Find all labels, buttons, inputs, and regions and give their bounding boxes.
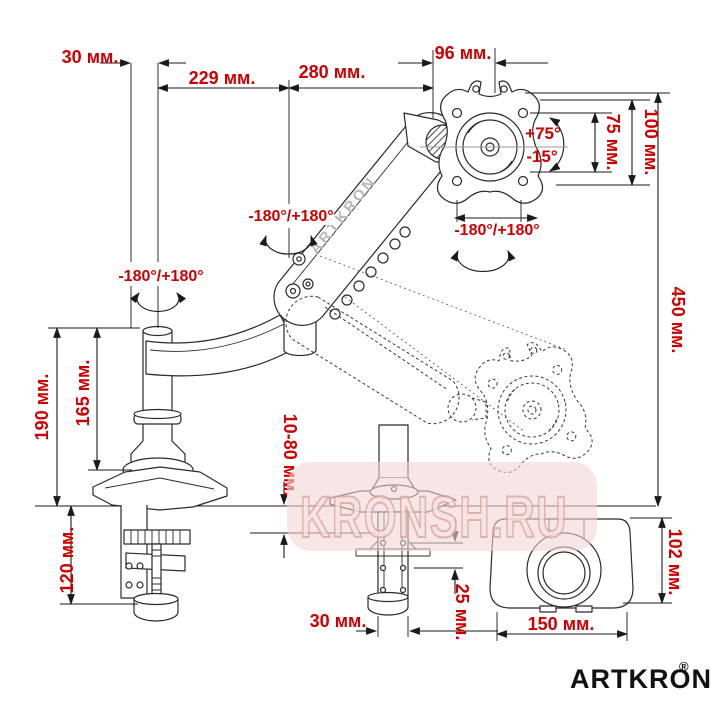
ghost-arm-position [285, 255, 596, 477]
dim-102: 102 мм. [665, 529, 685, 596]
dim-229: 229 мм. [189, 68, 256, 88]
head-swivel-label: -180°/+180° [454, 222, 539, 239]
dim-150: 150 мм. [528, 614, 595, 634]
lower-arm [145, 314, 298, 377]
elbow-swivel-label: -180°/+180° [248, 208, 333, 225]
dim-25: 25 мм. [452, 584, 472, 641]
dim-120: 120 мм. [57, 527, 77, 594]
dim-96: 96 мм. [435, 43, 492, 63]
dim-190: 190 мм. [32, 374, 52, 441]
dim-30-bottom: 30 мм. [310, 611, 367, 631]
dim-280: 280 мм. [299, 62, 366, 82]
dim-100: 100 мм. [641, 109, 661, 176]
desk-clamp [120, 505, 191, 622]
brand-logo: ARTKRON ® [570, 659, 711, 694]
watermark-text: KRONSH.RU [300, 485, 568, 550]
main-arm-assembly: ARTKRON [92, 80, 544, 622]
logo-text: ARTKRON [570, 664, 711, 694]
dim-450: 450 мм. [668, 287, 688, 354]
dim-165: 165 мм. [73, 360, 93, 427]
desk-base [92, 457, 228, 511]
tilt-down-label: -15° [526, 147, 558, 166]
pole-swivel-label: -180°/+180° [118, 268, 203, 285]
watermark: KRONSH.RU [287, 462, 597, 551]
pole-rotation-arc [129, 292, 187, 313]
watermark-band [287, 462, 597, 551]
dim-30-top: 30 мм. [62, 47, 119, 67]
dim-75: 75 мм. [603, 114, 623, 171]
logo-registered-mark: ® [679, 659, 689, 674]
tilt-arc [549, 117, 565, 172]
tilt-up-label: +75° [525, 124, 561, 143]
elbow-rotation-arc [259, 234, 318, 255]
head-rotation-arc [450, 250, 516, 272]
dimension-labels: 30 мм. 229 мм. 280 мм. 96 мм. +75° -15° … [32, 43, 688, 640]
